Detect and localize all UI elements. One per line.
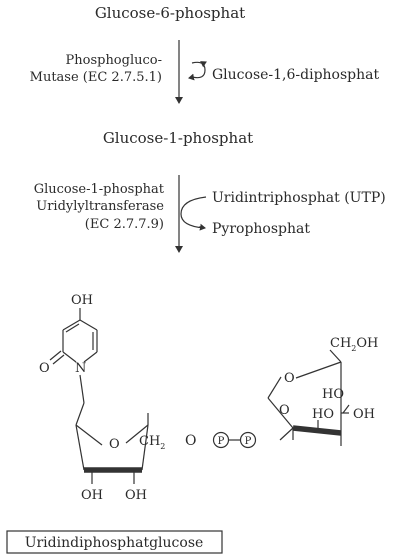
glucose-oh-side-label: OH xyxy=(353,407,375,422)
uracil-o-label: O xyxy=(39,361,50,376)
step1-cofactor-loop xyxy=(191,61,206,79)
step2-enzyme-line1: Glucose-1-phosphat xyxy=(34,182,165,197)
step1-enzyme-line1: Phosphogluco- xyxy=(66,53,163,68)
ribose-ring-o-label: O xyxy=(109,437,120,452)
ribose-ring: O CH2 OH OH xyxy=(75,402,165,503)
step1-enzyme-line2: Mutase (EC 2.7.5.1) xyxy=(30,70,162,85)
glucose-ring: CH2OH O O HO OH HO xyxy=(267,336,378,446)
step1-loop-return-arrowhead xyxy=(188,73,195,81)
glucose-ch2oh-oh: OH xyxy=(356,336,378,351)
glucose-1-6-diphosphat-label: Glucose-1,6-diphosphat xyxy=(212,67,379,83)
udp-glucose-structure: OH O N O CH2 xyxy=(39,293,378,503)
uracil-oh-label: OH xyxy=(71,293,93,308)
step2-exchange-curve xyxy=(180,196,207,229)
phosphate-2-label: P xyxy=(245,436,252,447)
glucose-ho-top-label: HO xyxy=(322,387,344,402)
uracil-n-label: N xyxy=(75,361,86,376)
product-name-label: Uridindiphosphatglucose xyxy=(25,535,204,551)
diphosphate-linker: O P P xyxy=(185,431,257,449)
glucose-1-phosphat-label: Glucose-1-phosphat xyxy=(103,129,253,147)
ribose-ch2-subscript: 2 xyxy=(160,442,165,451)
glucose-o-left-label: O xyxy=(279,403,290,418)
ribose-ch2-text: CH xyxy=(139,434,160,449)
step2-enzyme-line3: (EC 2.7.7.9) xyxy=(85,217,164,232)
glucose-6-phosphat-label: Glucose-6-phosphat xyxy=(95,4,245,22)
ribose-oh-right-label: OH xyxy=(125,488,147,503)
glucose-ch2-text: CH xyxy=(330,336,351,351)
phosphate-1-circle xyxy=(212,431,230,449)
uracil-ring: OH O N xyxy=(39,293,98,404)
step2-enzyme-line2: Uridylyltransferase xyxy=(36,199,164,214)
ribose-oh-left-label: OH xyxy=(81,488,103,503)
ribose-ch2-label: CH2 xyxy=(139,434,165,451)
step1-loop-arrowhead xyxy=(199,61,207,68)
utp-label: Uridintriphosphat (UTP) xyxy=(212,190,386,206)
linker-o-label: O xyxy=(185,433,196,449)
pyrophosphat-label: Pyrophosphat xyxy=(212,221,310,237)
phosphate-1-label: P xyxy=(218,436,225,447)
step2-exchange-arrowhead xyxy=(198,223,206,231)
phosphate-2-circle xyxy=(239,431,257,449)
glucose-ch2oh-label: CH2OH xyxy=(330,336,378,353)
glucose-ch2-subscript: 2 xyxy=(351,344,356,353)
glucose-ring-o-label: O xyxy=(284,371,295,386)
glucose-ho-bottom-label: HO xyxy=(312,407,334,422)
product-name-box xyxy=(6,530,223,554)
